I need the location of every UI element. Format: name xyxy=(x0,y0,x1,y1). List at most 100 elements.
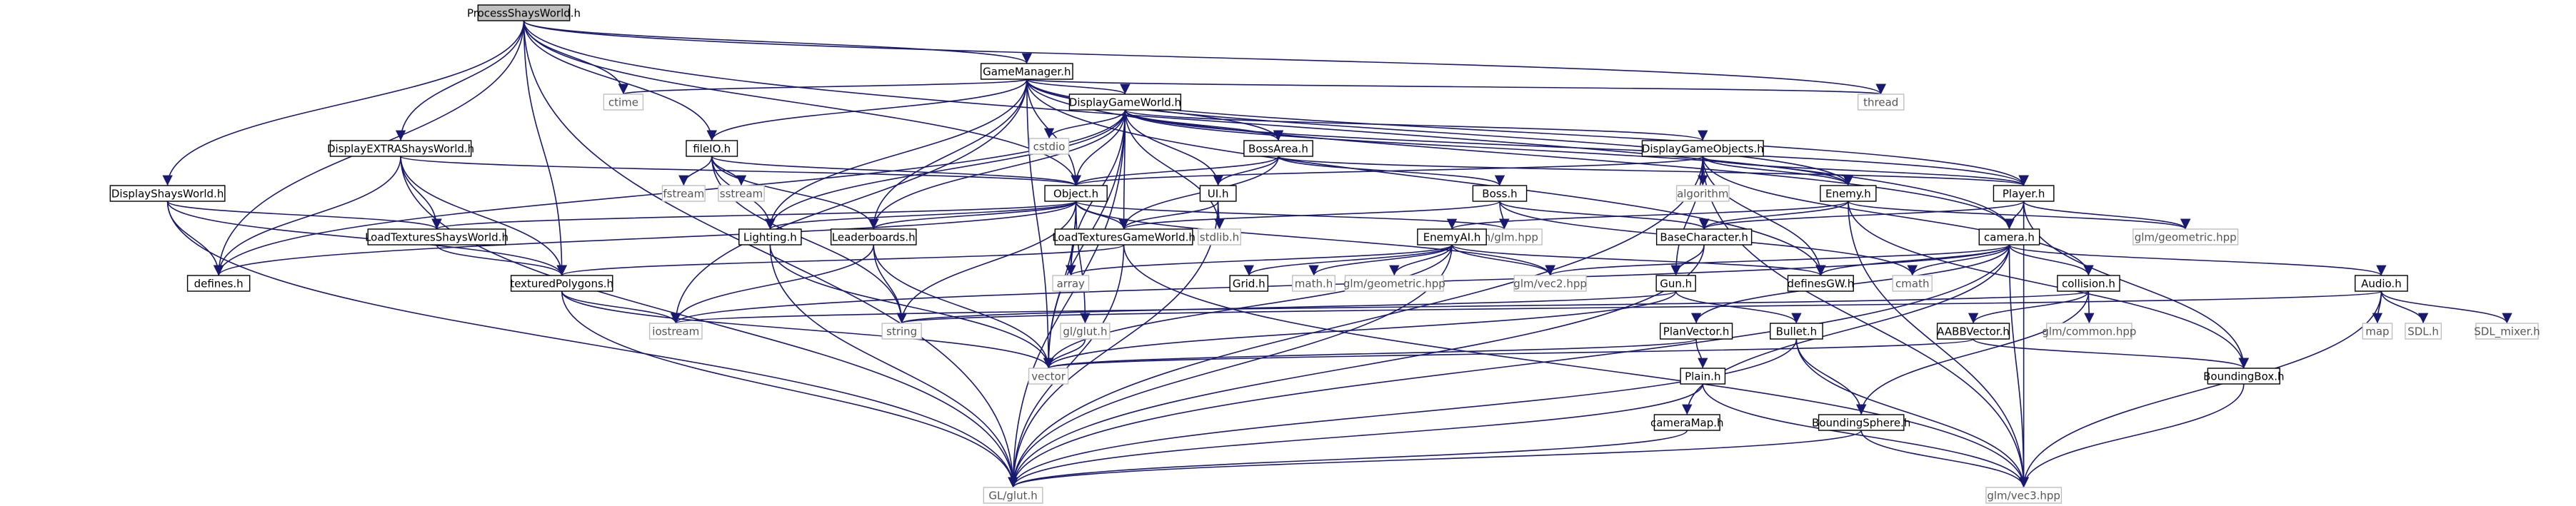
node-sstream-label: sstream xyxy=(720,188,763,201)
node-bullet[interactable]: Bullet.h xyxy=(1770,323,1823,340)
edge-boss-to-glmhpp xyxy=(1499,201,1510,230)
edge-bbox-to-vec3 xyxy=(2018,383,2245,488)
node-bsphere[interactable]: BoundingSphere.h xyxy=(1812,414,1910,431)
node-textured-label: texturedPolygons.h xyxy=(510,278,613,290)
edge-leaderboards-to-iostream xyxy=(671,244,875,324)
node-array-box xyxy=(1052,275,1090,292)
node-ui-box xyxy=(1199,185,1237,202)
node-root-label: ProcessShaysWorld.h xyxy=(467,7,581,20)
node-sdl-label: SDL.h xyxy=(2407,325,2439,338)
edge-bossarea-to-player xyxy=(1278,156,2029,186)
node-enemy[interactable]: Enemy.h xyxy=(1820,185,1877,202)
node-cameramap-box xyxy=(1653,414,1720,431)
edge-bossai-to-grid xyxy=(1243,244,1453,276)
node-plain-box xyxy=(1680,368,1726,385)
node-string: string xyxy=(881,323,922,340)
node-gun[interactable]: Gun.h xyxy=(1655,275,1696,292)
node-lighting-label: Lighting.h xyxy=(743,231,797,244)
edge-collision-to-glmcommon xyxy=(2084,290,2095,324)
node-gm[interactable]: GameManager.h xyxy=(980,63,1073,80)
node-textured-box xyxy=(510,275,613,292)
node-plain[interactable]: Plain.h xyxy=(1680,368,1726,385)
node-basechar-box xyxy=(1655,228,1753,246)
node-ctime-box xyxy=(603,93,644,111)
node-leaderboards-box xyxy=(830,228,917,246)
node-ltgw-box xyxy=(1054,228,1193,246)
edge-dsw-to-ltsw xyxy=(166,201,442,230)
node-algorithm-box xyxy=(1675,185,1730,202)
node-fstream-label: fstream xyxy=(663,188,704,201)
node-enemy-box xyxy=(1820,185,1877,202)
node-bbox[interactable]: BoundingBox.h xyxy=(2203,368,2284,385)
edge-object-to-defines xyxy=(214,201,1077,276)
edge-object-to-vec2 xyxy=(1075,201,1555,276)
node-dgo[interactable]: DisplayGameObjects.h xyxy=(1641,140,1764,157)
node-object[interactable]: Object.h xyxy=(1044,185,1108,202)
edge-gm-to-leaderboards xyxy=(868,79,1028,230)
edge-dexw-to-textured xyxy=(400,156,567,276)
node-ui[interactable]: UI.h xyxy=(1199,185,1237,202)
edge-object-to-ltgw xyxy=(1075,201,1129,230)
node-sdlmixer-label: SDL_mixer.h xyxy=(2474,325,2540,339)
edge-dgw-to-lighting xyxy=(765,109,1126,230)
node-fileio[interactable]: fileIO.h xyxy=(686,140,738,157)
edge-bossai-to-array xyxy=(1066,244,1453,276)
edge-dgw-to-leaderboards xyxy=(868,109,1126,230)
node-audio[interactable]: Audio.h xyxy=(2355,275,2408,292)
node-dsw[interactable]: DisplayShaysWorld.h xyxy=(109,185,226,202)
node-grid-box xyxy=(1229,275,1269,292)
node-bsphere-label: BoundingSphere.h xyxy=(1812,417,1910,430)
edge-object-to-lighting xyxy=(765,201,1077,230)
node-plain-label: Plain.h xyxy=(1685,370,1720,383)
node-fstream: fstream xyxy=(661,185,706,202)
node-dexw[interactable]: DisplayEXTRAShaysWorld.h xyxy=(327,140,474,157)
node-defines[interactable]: defines.h xyxy=(186,275,251,292)
node-planvec[interactable]: PlanVector.h xyxy=(1659,323,1733,340)
node-basechar[interactable]: BaseCharacter.h xyxy=(1655,228,1753,246)
node-dgw-box xyxy=(1068,93,1182,111)
node-bossarea-label: BossArea.h xyxy=(1248,143,1308,156)
node-ui-label: UI.h xyxy=(1208,188,1229,201)
edge-bsphere-to-vec3 xyxy=(1860,430,2029,488)
node-player[interactable]: Player.h xyxy=(1993,185,2055,202)
node-dgo-box xyxy=(1641,140,1764,157)
edge-fileio-to-leaderboards xyxy=(711,156,879,230)
node-camera[interactable]: camera.h xyxy=(1978,228,2040,246)
node-bossarea[interactable]: BossArea.h xyxy=(1243,140,1313,157)
edge-dsw-to-GLglut xyxy=(166,201,1018,488)
node-textured[interactable]: texturedPolygons.h xyxy=(510,275,613,292)
edge-gun-to-vector xyxy=(1043,290,1677,369)
node-root[interactable]: ProcessShaysWorld.h xyxy=(467,4,581,21)
node-planvec-label: PlanVector.h xyxy=(1663,325,1730,338)
node-bossai-box xyxy=(1417,228,1487,246)
node-map-label: map xyxy=(2365,325,2389,338)
edge-audio-to-sdl xyxy=(2380,290,2429,324)
edge-collision-to-aabb xyxy=(1968,290,2090,324)
node-ltsw[interactable]: LoadTexturesShaysWorld.h xyxy=(365,228,508,246)
node-stdlib-label: stdlib.h xyxy=(1200,231,1239,244)
node-cmath: cmath xyxy=(1892,275,1933,292)
node-bossai[interactable]: EnemyAI.h xyxy=(1417,228,1487,246)
edge-enemy-to-basechar xyxy=(1699,201,1849,230)
node-ltgw[interactable]: LoadTexturesGameWorld.h xyxy=(1052,228,1196,246)
edge-object-to-glglut xyxy=(1075,201,1091,324)
node-dgw[interactable]: DisplayGameWorld.h xyxy=(1068,93,1182,111)
node-definesgw[interactable]: definesGW.h xyxy=(1787,275,1854,292)
node-boss[interactable]: Boss.h xyxy=(1472,185,1528,202)
node-GLglut-box xyxy=(983,487,1043,504)
node-cameramap[interactable]: cameraMap.h xyxy=(1650,414,1724,431)
node-algorithm: algorithm xyxy=(1675,185,1730,202)
node-sdlmixer-box xyxy=(2475,323,2539,340)
node-lighting-box xyxy=(738,228,802,246)
node-collision[interactable]: collision.h xyxy=(2057,275,2120,292)
edge-bossai-to-math xyxy=(1308,244,1453,276)
edge-gm-to-vector xyxy=(1026,79,1054,369)
edge-camera-to-vec2 xyxy=(1545,244,2010,276)
node-aabb-box xyxy=(1936,323,2010,340)
node-lighting[interactable]: Lighting.h xyxy=(738,228,802,246)
edge-camera-to-audio xyxy=(2008,244,2387,276)
node-leaderboards[interactable]: Leaderboards.h xyxy=(830,228,917,246)
node-iostream: iostream xyxy=(648,323,703,340)
node-aabb[interactable]: AABBVector.h xyxy=(1936,323,2010,340)
node-grid[interactable]: Grid.h xyxy=(1229,275,1269,292)
